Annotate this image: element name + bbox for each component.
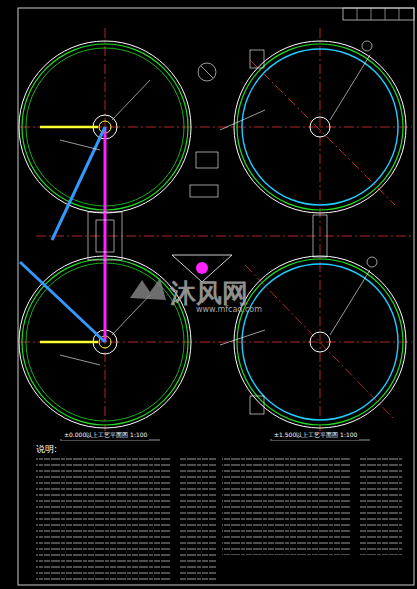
notes-heading: 说明: — [36, 443, 57, 456]
watermark-url: www.mfcad.com — [196, 305, 262, 314]
view-title: ±1.500以上工艺平面图 1:100 — [272, 431, 359, 440]
view-title: ±0.000以上工艺平面图 1:100 — [62, 431, 149, 440]
